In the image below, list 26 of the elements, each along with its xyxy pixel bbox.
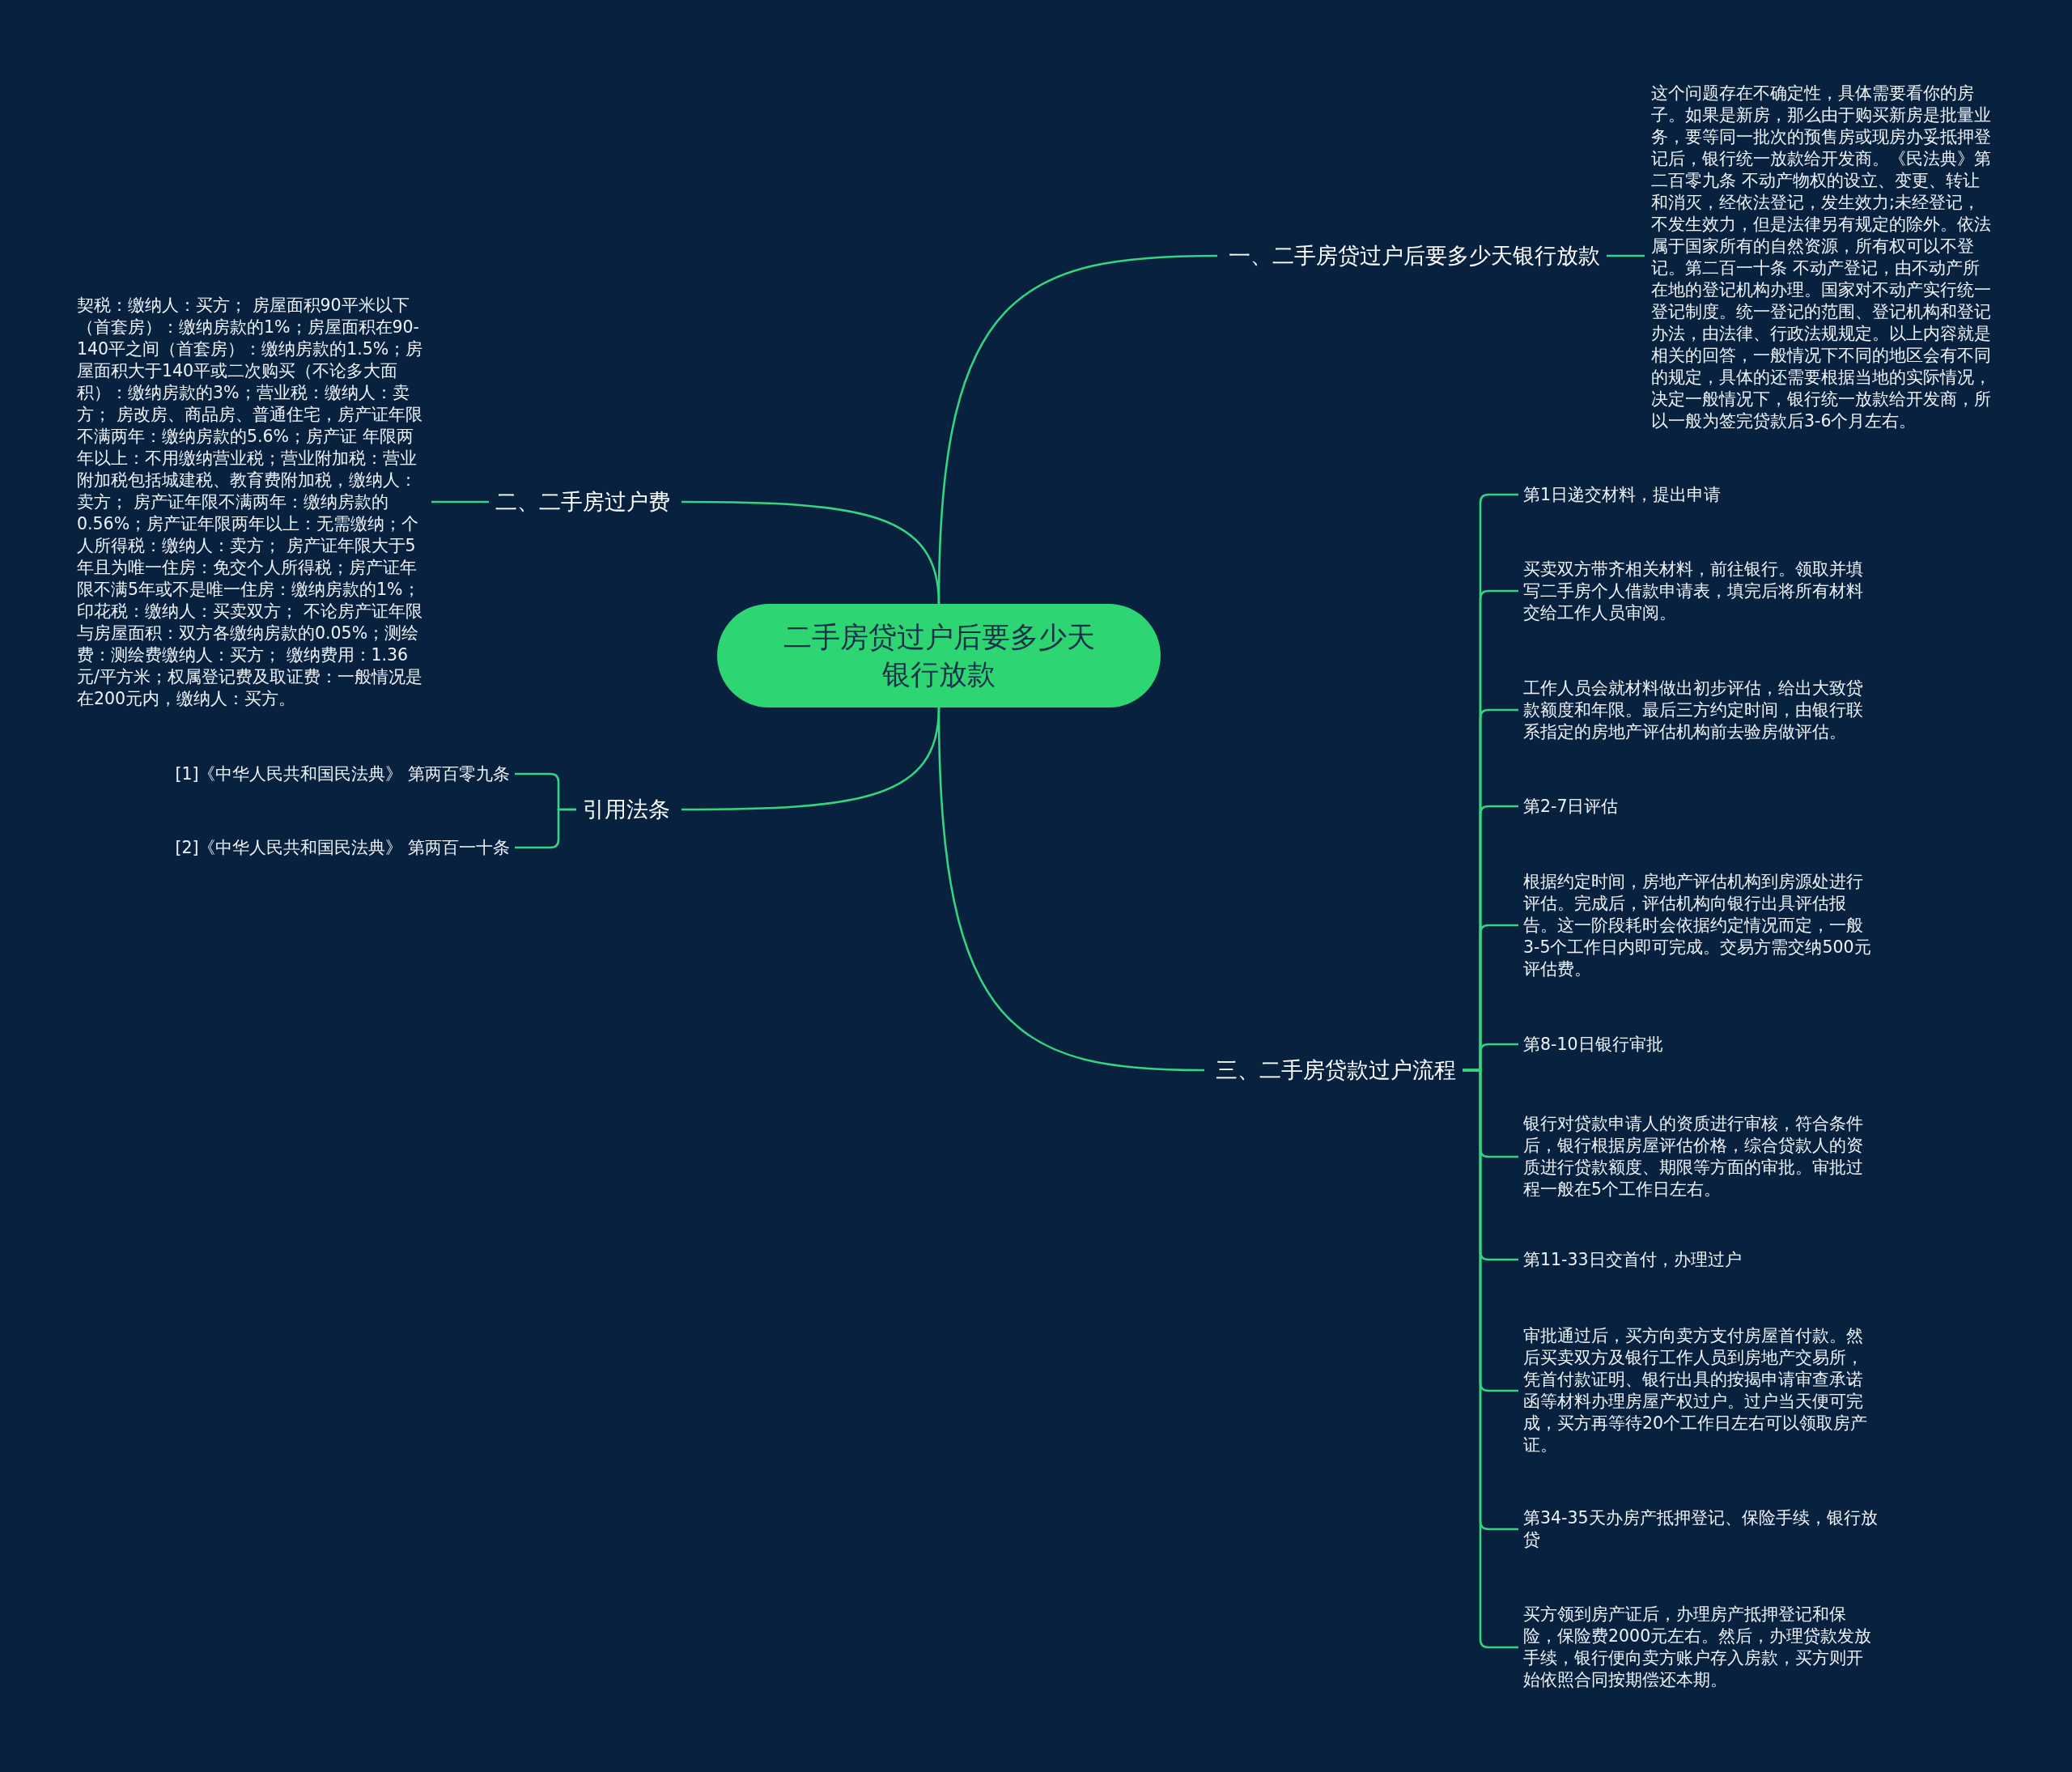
- note-text: 这个问题存在不确定性，具体需要看你的房子。如果是新房，那么由于购买新房是批量业务，要等同一批次的预售房或现房办妥抵押登记后，银行统一放款给开发商。《民法典》第二百零九条 不动产物权的设立、变更、转让和消灭，经依法登记，发生效力;未经登记，不发生效力，但是法律另有规定的除外。依法属于国家所有的自然资源，所有权可以不登记。第二百一十条 不动产登记，由不动产所在地的登记机构办理。国家对不动产实行统一登记制度。统一登记的范围、登记机构和登记办法，由法律、行政法规规定。以上内容就是相关的回答，一般情况下不同的地区会有不同的规定，具体的还需要根据当地的实际情况，决定一般情况下，银行统一放款给开发商，所以一般为签完贷款后3-6个月左右。: [1651, 83, 1995, 432]
- connector-line: [431, 500, 489, 504]
- connector-line: [937, 707, 1205, 1072]
- note-text: 第11-33日交首付，办理过户: [1523, 1248, 1879, 1271]
- connector-line: [681, 500, 940, 605]
- topic-label: 二、二手房过户费: [495, 487, 670, 516]
- connector-line: [1607, 254, 1645, 257]
- note-text: 根据约定时间，房地产评估机构到房源处进行评估。完成后，评估机构向银行出具评估报告。这一阶段耗时会依据约定情况而定，一般3-5个工作日内即可完成。交易方需交纳500元评估费。: [1523, 870, 1879, 980]
- note-text: 工作人员会就材料做出初步评估，给出大致贷款额度和年限。最后三方约定时间，由银行联系指定的房地产评估机构前去验房做评估。: [1523, 677, 1879, 743]
- note-text: 第8-10日银行审批: [1523, 1033, 1879, 1056]
- note-text: 买卖双方带齐相关材料，前往银行。领取并填写二手房个人借款申请表，填完后将所有材料交给工作人员审阅。: [1523, 558, 1879, 624]
- topic-label: 引用法条: [583, 795, 670, 824]
- connector-line: [515, 808, 576, 849]
- note-text: 第2-7日评估: [1523, 795, 1879, 818]
- note-text: 第34-35天办房产抵押登记、保险手续，银行放贷: [1523, 1507, 1879, 1551]
- connector-line: [1463, 1069, 1518, 1649]
- reference-text: [2]《中华人民共和国民法典》 第两百一十条: [174, 836, 510, 859]
- topic-label: 三、二手房贷款过户流程: [1216, 1056, 1456, 1085]
- note-text: 契税：缴纳人：买方； 房屋面积90平米以下（首套房）：缴纳房款的1%；房屋面积在90-140平之间（首套房）：缴纳房款的1.5%；房屋面积大于140平或二次购买（不论多大面积）：缴纳房款的3%；营业税：缴纳人：卖方； 房改房、商品房、普通住宅，房产证年限不满两年：缴纳房款的5.6%；房产证 年限两年以上：不用缴纳营业税；营业附加税：营业附加税包括城建税、教育费附加税，缴纳人：卖方； 房产证年限不满两年：缴纳房款的0.56%；房产证年限两年以上：无需缴纳；个人所得税：缴纳人：卖方； 房产证年限大于5年且为唯一住房：免交个人所得税；房产证年限不满5年或不是唯一住房：缴纳房款的1%；印花税：缴纳人：买卖双方； 不论房产证年限与房屋面积：双方各缴纳房款的0.05%；测绘费：测绘费缴纳人：买方； 缴纳费用：1.36元/平方米；权属登记费及取证费：一般情况是在200元内，缴纳人：买方。: [77, 294, 425, 710]
- topic-label: 一、二手房贷过户后要多少天银行放款: [1229, 241, 1600, 270]
- note-text: 买方领到房产证后，办理房产抵押登记和保险，保险费2000元左右。然后，办理贷款发放手续，银行便向卖方账户存入房款，买方则开始依照合同按期偿还本期。: [1523, 1604, 1879, 1691]
- root-node: 二手房贷过户后要多少天银行放款: [717, 604, 1161, 708]
- note-text: 银行对贷款申请人的资质进行审核，符合条件后，银行根据房屋评估价格，综合贷款人的资质进行贷款额度、期限等方面的审批。审批过程一般在5个工作日左右。: [1523, 1113, 1879, 1200]
- reference-text: [1]《中华人民共和国民法典》 第两百零九条: [174, 763, 510, 785]
- note-text: 第1日递交材料，提出申请: [1523, 483, 1879, 506]
- note-text: 审批通过后，买方向卖方支付房屋首付款。然后买卖双方及银行工作人员到房地产交易所，凭首付款证明、银行出具的按揭申请审查承诺函等材料办理房屋产权过户。过户当天便可完成，买方再等待20个工作日左右可以领取房产证。: [1523, 1325, 1879, 1456]
